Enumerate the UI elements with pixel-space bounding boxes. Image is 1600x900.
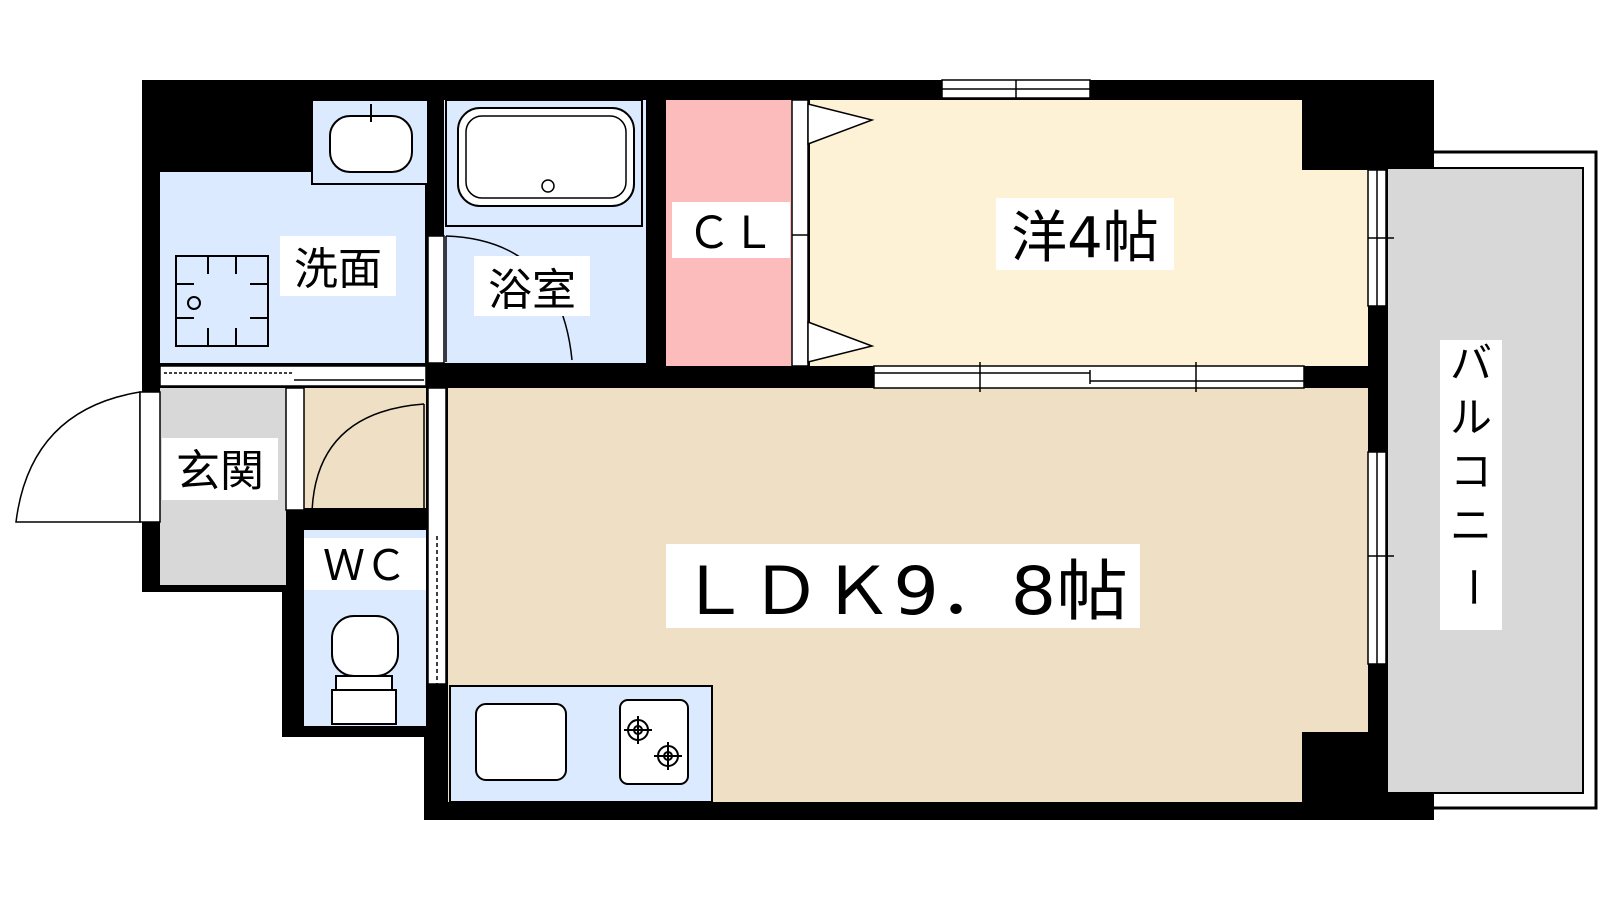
toilet-label: ＷＣ [323,541,407,590]
kitchen-sink [475,703,567,781]
toilet [331,615,399,725]
room-labels: 洗面 浴室 ＣＬ 洋4帖 玄関 ＷＣ ＬＤＫ9．8帖 [162,198,1174,630]
bathroom-label: 浴室 [488,265,576,316]
wc-door [311,403,425,513]
closet-divider [791,99,809,367]
sink-bowl [329,115,413,173]
balcony-char-1: バ [1450,339,1492,388]
closet-door-top [807,103,875,146]
fixtures [15,99,875,785]
western-room-sliding-door [873,365,1305,389]
washroom-label: 洗面 [294,244,382,295]
balcony-char-3: コ [1450,447,1492,496]
washing-machine-pan [175,255,269,347]
bathtub-basin [457,107,635,207]
western-room-label: 洋4帖 [1011,206,1159,271]
stove [619,699,689,785]
balcony-char-4: ニ [1450,501,1492,550]
washroom-sliding-door [159,365,427,387]
entrance-label: 玄関 [176,446,264,497]
ldk-label: ＬＤＫ9．8帖 [678,553,1128,630]
balcony-char-5: ー [1448,566,1497,608]
balcony: バ ル コ ニ ー [1386,150,1598,810]
partitions [159,79,1394,685]
hall-floor [304,388,426,508]
closet-label: ＣＬ [687,208,775,259]
closet-door-bottom [807,320,875,363]
balcony-char-2: ル [1450,393,1492,442]
entrance-door [15,391,141,523]
